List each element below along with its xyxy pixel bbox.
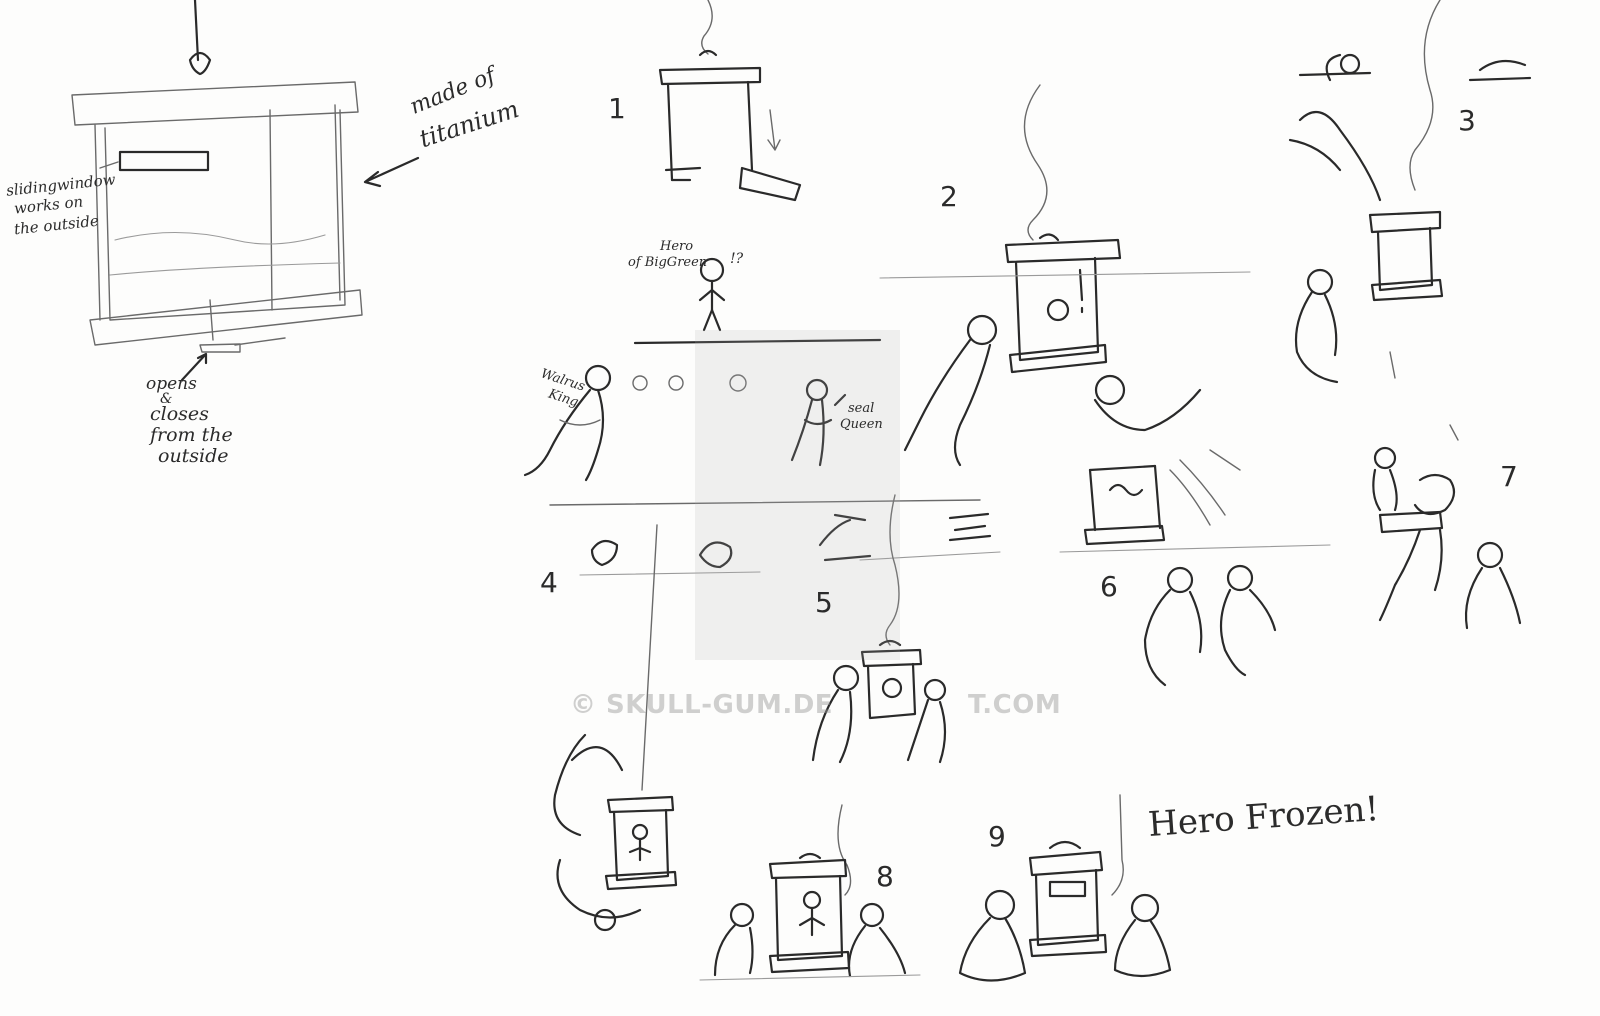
panel-number-7: 7 xyxy=(1500,460,1518,493)
panel-number-9: 9 xyxy=(988,820,1006,853)
panel-2-drawing xyxy=(879,84,1251,467)
label-seal: seal xyxy=(848,401,875,416)
panel-5-drawing xyxy=(811,494,1001,764)
titanium-box-drawing xyxy=(71,0,420,382)
label-from-the: from the xyxy=(150,424,233,446)
panel-1-drawing xyxy=(658,0,802,202)
divider-line xyxy=(549,499,981,506)
panel-number-3: 3 xyxy=(1458,104,1476,137)
label-hero: Hero xyxy=(660,239,694,254)
panel-4-drawing xyxy=(553,524,761,932)
panel-number-2: 2 xyxy=(940,180,958,213)
label-hero-mark: !? xyxy=(730,251,744,267)
panel-number-1: 1 xyxy=(608,92,626,125)
seal-queen-drawing xyxy=(790,378,847,467)
label-closes: closes xyxy=(150,403,209,425)
label-of-big-green: of BigGreen xyxy=(628,255,708,270)
panel-7-drawing xyxy=(1372,424,1522,630)
panel-number-8: 8 xyxy=(876,860,894,893)
walrus-king-drawing xyxy=(523,364,747,482)
hero-figure-drawing xyxy=(633,257,882,345)
panel-3-drawing xyxy=(1288,0,1532,384)
label-outside: outside xyxy=(158,445,229,467)
watermark-logo xyxy=(695,330,900,660)
watermark-text: © SKULL-GUM.DE xyxy=(570,690,834,720)
panel-number-6: 6 xyxy=(1100,570,1118,603)
label-opens: opens xyxy=(146,374,197,394)
watermark-text-tail: T.COM xyxy=(968,690,1062,720)
label-ampersand: & xyxy=(160,391,173,407)
panel-number-4: 4 xyxy=(540,566,558,599)
panel-9-drawing xyxy=(958,794,1172,982)
panel-6-drawing xyxy=(1059,449,1331,687)
panel-number-5: 5 xyxy=(815,586,833,619)
panel-8-drawing xyxy=(699,804,921,981)
label-queen: Queen xyxy=(840,417,883,432)
